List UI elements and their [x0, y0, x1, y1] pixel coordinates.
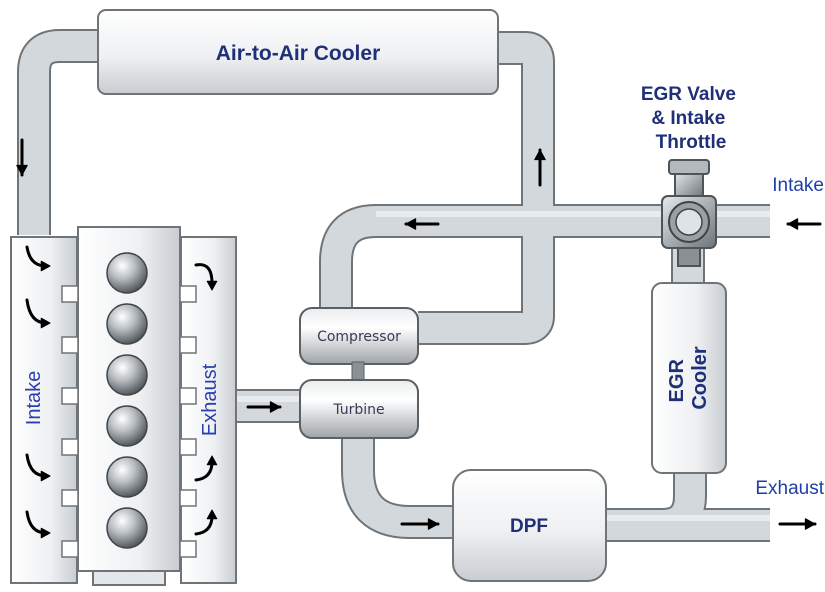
flow-arrow-shaft: [194, 263, 214, 285]
cylinder: [106, 507, 148, 549]
flow-arrow-head: [534, 149, 546, 161]
egr-valve-label: EGR Valve & Intake Throttle: [641, 84, 741, 153]
cylinder: [106, 405, 148, 447]
turbine: [299, 379, 419, 439]
egr-cooler-label: EGR Cooler: [666, 346, 711, 410]
egr-valve: [661, 159, 717, 267]
exhaust-port: [179, 336, 197, 354]
flow-arrow-head: [427, 518, 439, 530]
exhaust-port: [179, 540, 197, 558]
intake-manifold-label: Intake: [23, 371, 45, 425]
engine-block: [10, 226, 237, 586]
flow-arrows: [16, 138, 822, 539]
intake-port: [61, 438, 79, 456]
intake-port: [61, 540, 79, 558]
exhaust-port: [179, 285, 197, 303]
flow-arrow-head: [804, 518, 816, 530]
compressor-label: Compressor: [317, 329, 401, 345]
exhaust-port: [179, 387, 197, 405]
cylinder: [106, 303, 148, 345]
cylinder: [106, 252, 148, 294]
flow-arrow-head: [40, 317, 51, 329]
dpf: [452, 469, 607, 582]
air-to-air-cooler: [97, 9, 499, 95]
flow-arrow-head: [40, 260, 51, 272]
flow-arrow-head: [206, 280, 218, 291]
flow-arrow-head: [40, 470, 51, 482]
air-to-air-cooler-label: Air-to-Air Cooler: [216, 42, 381, 65]
intake-port: [61, 336, 79, 354]
flow-arrow-head: [206, 509, 218, 520]
exhaust-manifold-label: Exhaust: [199, 363, 221, 436]
intake-port: [61, 387, 79, 405]
flow-arrow-head: [206, 455, 218, 466]
exhaust-port: [179, 438, 197, 456]
flow-arrow-head: [40, 527, 51, 539]
egr-cooler: [651, 282, 727, 474]
cylinder: [106, 456, 148, 498]
intake-port: [61, 489, 79, 507]
turbine-label: Turbine: [332, 402, 384, 418]
exhaust-port: [179, 489, 197, 507]
flow-arrow-head: [405, 218, 417, 230]
flow-arrow-head: [269, 401, 281, 413]
intake-port: [61, 285, 79, 303]
exhaust-outlet-label: Exhaust: [755, 478, 824, 499]
dpf-label: DPF: [510, 516, 548, 537]
flow-arrow-head: [787, 218, 799, 230]
cylinder: [106, 354, 148, 396]
flow-arrow-head: [16, 164, 28, 176]
intake-inlet-label: Intake: [772, 175, 824, 196]
